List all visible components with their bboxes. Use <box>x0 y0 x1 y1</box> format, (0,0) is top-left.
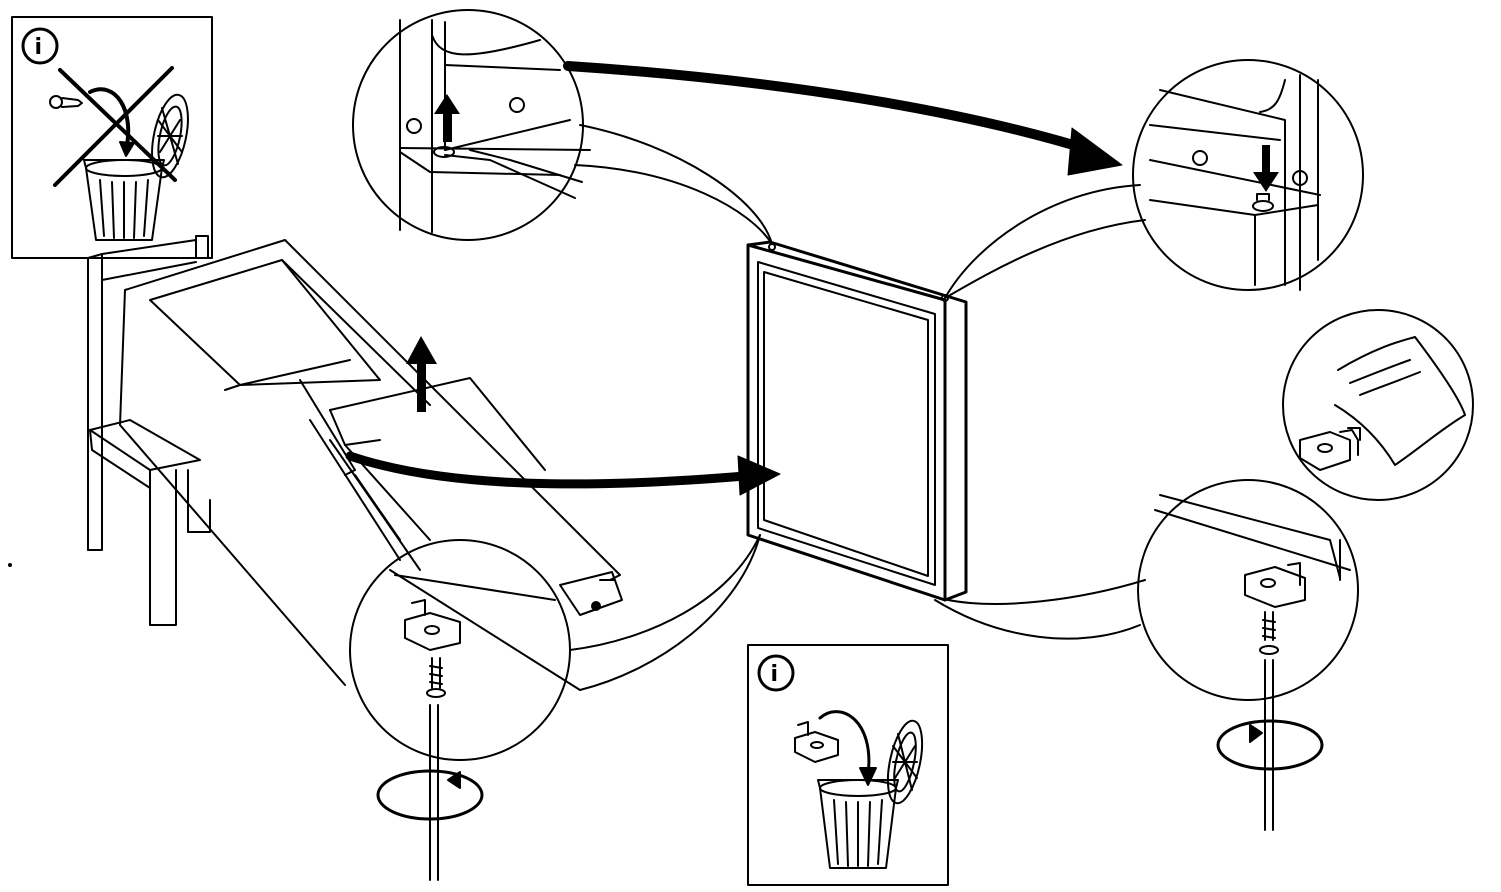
bracket-zoom-right <box>1137 479 1359 831</box>
bin-lid-icon <box>886 719 924 805</box>
screw-icon <box>49 95 83 109</box>
chair <box>87 235 211 626</box>
info-icon: i <box>757 654 795 692</box>
hinge-bracket-icon <box>1299 427 1361 471</box>
trash-bin-icon <box>817 779 899 869</box>
hinge-bracket-icon <box>1244 562 1306 608</box>
info-panel-discard: i <box>747 644 949 886</box>
cross-icon <box>53 66 177 187</box>
info-panel-frame <box>747 644 949 886</box>
fridge-door <box>746 240 968 602</box>
rotate-icon <box>376 769 484 821</box>
arrow-up-icon <box>406 336 437 412</box>
hinge-bracket-icon <box>404 599 461 651</box>
info-badge-text: i <box>35 35 43 60</box>
trash-bin-icon <box>83 159 165 241</box>
bracket-zoom-left <box>349 539 581 881</box>
screw-icon <box>1259 611 1279 655</box>
hinge-zoom-remove <box>352 9 591 241</box>
info-badge-text: i <box>771 662 779 687</box>
arrow-right-icon <box>345 451 781 496</box>
arrow-icon <box>818 710 871 777</box>
parts-bag-zoom <box>1282 309 1474 501</box>
fridge-tilted <box>119 239 623 686</box>
screwdriver-icon <box>444 149 583 199</box>
info-panel-do-not-discard: i <box>11 16 213 259</box>
info-icon: i <box>21 27 59 65</box>
screw-icon <box>426 657 446 698</box>
bin-lid-icon <box>151 93 189 179</box>
rotate-icon <box>1216 719 1324 771</box>
bag-icon <box>1334 336 1466 466</box>
hinge-bracket-icon <box>794 721 839 763</box>
arrow-icon <box>88 87 131 152</box>
hinge-zoom-refit <box>1132 59 1364 291</box>
arrow-top-icon <box>563 61 1123 176</box>
info-panel-frame <box>11 16 213 259</box>
